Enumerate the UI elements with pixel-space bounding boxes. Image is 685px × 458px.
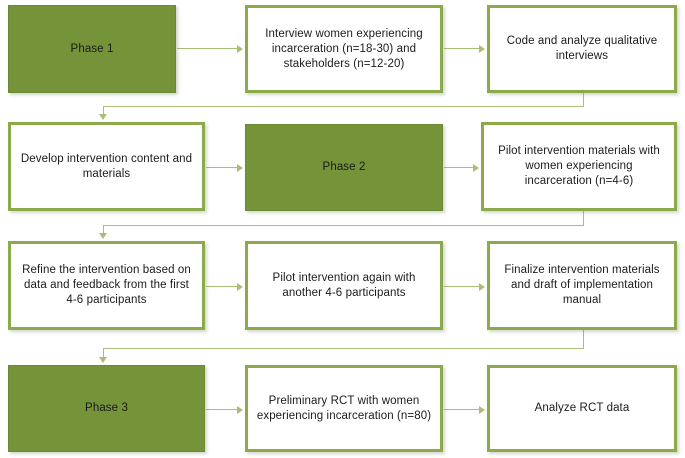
arrow-head-down: [99, 357, 107, 363]
node-pilot-materials[interactable]: Pilot intervention materials with women …: [481, 122, 677, 211]
connector-rct-to-analyze: [444, 409, 481, 410]
arrow-head-right: [237, 283, 243, 291]
node-code-analyze[interactable]: Code and analyze qualitative interviews: [487, 5, 677, 93]
node-develop-content[interactable]: Develop intervention content and materia…: [8, 122, 205, 211]
connector-refine-to-pilotagain: [206, 286, 239, 287]
node-refine-intervention[interactable]: Refine the intervention based on data an…: [8, 241, 205, 330]
connector-phase2-to-pilot: [444, 167, 475, 168]
node-analyze-rct[interactable]: Analyze RCT data: [487, 365, 677, 452]
arrow-head-right: [237, 406, 243, 414]
arrow-head-right: [479, 45, 485, 53]
connector-phase1-to-interview: [177, 48, 239, 49]
arrow-head-right: [479, 283, 485, 291]
connector-row1-drop: [583, 93, 584, 107]
connector-row2-drop: [583, 211, 584, 226]
connector-row2-enter: [103, 225, 104, 236]
connector-row2-across: [103, 225, 584, 226]
connector-develop-to-phase2: [206, 167, 239, 168]
connector-row1-enter: [103, 106, 104, 117]
node-phase-1[interactable]: Phase 1: [8, 5, 176, 93]
connector-row1-across: [103, 106, 584, 107]
arrow-head-right: [473, 164, 479, 172]
node-pilot-again[interactable]: Pilot intervention again with another 4-…: [245, 241, 443, 330]
node-label: Phase 3: [85, 402, 128, 414]
arrow-head-down: [99, 233, 107, 239]
connector-row3-across: [103, 348, 584, 349]
node-phase-2[interactable]: Phase 2: [245, 124, 443, 211]
node-preliminary-rct[interactable]: Preliminary RCT with women experiencing …: [245, 365, 443, 452]
node-finalize-materials[interactable]: Finalize intervention materials and draf…: [487, 241, 677, 330]
arrow-head-right: [237, 164, 243, 172]
connector-interview-to-code: [444, 48, 481, 49]
node-label: Analyze RCT data: [534, 402, 630, 414]
connector-phase3-to-rct: [206, 409, 239, 410]
node-label: Interview women experiencing incarcerati…: [265, 27, 423, 70]
node-label: Finalize intervention materials and draf…: [504, 264, 660, 306]
connector-row3-drop: [583, 330, 584, 349]
node-label: Pilot intervention again with another 4-…: [272, 271, 416, 299]
connector-pilotagain-to-finalize: [444, 286, 481, 287]
arrow-head-right: [237, 45, 243, 53]
node-interview-women[interactable]: Interview women experiencing incarcerati…: [245, 5, 443, 93]
node-label: Develop intervention content and materia…: [20, 152, 193, 180]
node-label: Code and analyze qualitative interviews: [506, 35, 658, 62]
node-label: Phase 2: [322, 161, 366, 173]
arrow-head-right: [479, 406, 485, 414]
node-label: Pilot intervention materials with women …: [498, 145, 660, 187]
node-phase-3[interactable]: Phase 3: [8, 365, 205, 452]
node-label: Refine the intervention based on data an…: [22, 264, 191, 306]
arrow-head-down: [99, 114, 107, 120]
node-label: Preliminary RCT with women experiencing …: [256, 394, 432, 422]
node-label: Phase 1: [70, 42, 114, 55]
connector-row3-enter: [103, 348, 104, 360]
